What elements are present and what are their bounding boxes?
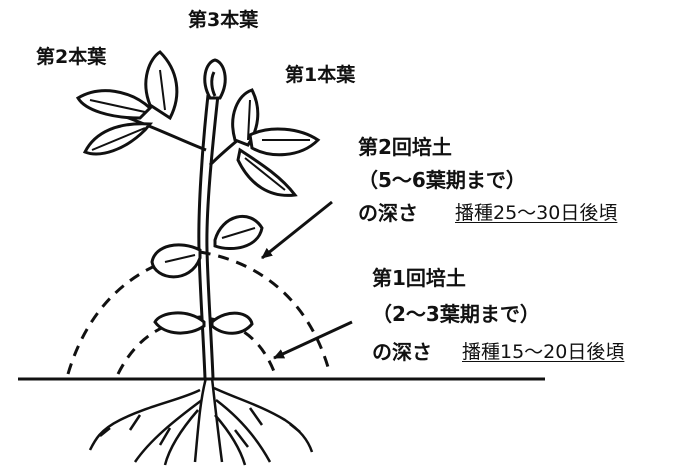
unifoliate-leaves [150,215,264,279]
hilling-2-stage: （5～6葉期まで） [358,168,526,192]
third-leaf-label: 第3本葉 [188,9,259,31]
hilling-1-title: 第1回培土 [372,266,466,290]
hilling-2-timing: 播種25～30日後頃 [455,202,618,224]
third-leaf-bud [203,58,227,100]
first-leaf-label: 第1本葉 [285,64,356,86]
second-leaf-label: 第2本葉 [36,46,107,68]
hilling-1-depth-arc [116,315,277,375]
second-true-leaf [75,50,207,156]
hilling-2-depth: の深さ [358,201,418,225]
hilling-1-depth: の深さ [372,340,432,364]
roots [88,377,314,466]
hilling-1-arrow [273,320,353,360]
hilling-2-arrow [261,200,333,260]
first-true-leaf [208,88,321,197]
hilling-2-title: 第2回培土 [358,135,452,159]
hilling-1-stage: （2～3葉期まで） [372,302,540,326]
hilling-1-timing: 播種15～20日後頃 [462,341,625,363]
cotyledons [153,311,254,335]
